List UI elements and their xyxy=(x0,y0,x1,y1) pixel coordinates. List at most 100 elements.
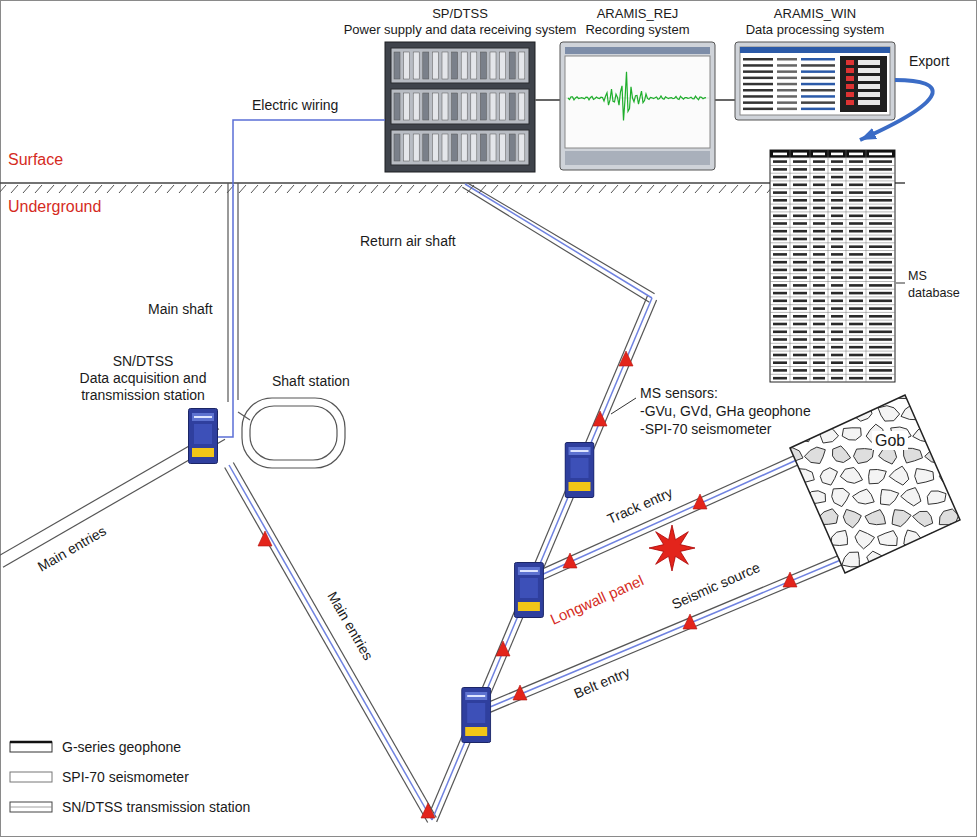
diagram-label: Main shaft xyxy=(148,301,213,318)
table-cell-mark xyxy=(849,361,863,364)
rack-card xyxy=(423,52,429,79)
table-cell-mark xyxy=(831,160,843,163)
label-anchor: Shaft station xyxy=(272,372,350,390)
table-cell-mark xyxy=(849,253,863,256)
ground-hatch xyxy=(671,185,678,193)
table-rule xyxy=(770,235,895,236)
table-cell-mark xyxy=(831,207,843,210)
table-cell-mark xyxy=(849,300,863,303)
table-cell-mark xyxy=(793,284,807,287)
sensor-triangle xyxy=(693,494,707,509)
gob-rock xyxy=(937,553,959,567)
ground-hatch xyxy=(323,185,330,193)
legend-row: G-series geophone xyxy=(62,738,181,756)
table-cell-mark xyxy=(869,261,892,264)
table-cell-mark xyxy=(773,315,787,318)
ground-hatch xyxy=(95,185,102,193)
station-device xyxy=(514,563,543,618)
monitor-screen xyxy=(565,56,710,148)
table-cell-mark xyxy=(869,222,892,225)
table-cell-mark xyxy=(793,215,807,218)
ground-hatch xyxy=(515,185,522,193)
ground-hatch xyxy=(635,185,642,193)
rack-card xyxy=(490,93,496,120)
database-table xyxy=(770,150,895,382)
rack-card xyxy=(500,52,506,79)
ground-hatch xyxy=(419,185,426,193)
cable xyxy=(465,184,652,298)
window-cell xyxy=(858,76,880,81)
table-rule xyxy=(770,358,895,359)
table-cell-mark xyxy=(831,307,843,310)
table-cell-mark xyxy=(849,261,863,264)
rack-module xyxy=(391,48,529,83)
ground-hatch xyxy=(611,185,618,193)
rack-card xyxy=(432,134,438,161)
table-cell-mark xyxy=(793,354,807,357)
table-cell-mark xyxy=(849,331,863,334)
table-rule xyxy=(770,204,895,205)
table-cell-mark xyxy=(869,331,892,334)
gob-rock xyxy=(950,574,971,590)
gob-outline xyxy=(790,395,960,573)
table-cell-mark xyxy=(849,215,863,218)
ground-hatch xyxy=(647,185,654,193)
table-cell-mark xyxy=(831,292,843,295)
rack-card xyxy=(432,93,438,120)
table-cell-mark xyxy=(793,361,807,364)
table-cell-mark xyxy=(793,276,807,279)
rack-card xyxy=(519,52,525,79)
table-cell-mark xyxy=(773,331,787,334)
rack-card xyxy=(500,134,506,161)
table-cell-mark xyxy=(773,191,787,194)
seismic-waveform xyxy=(568,72,706,121)
label-anchor: Underground xyxy=(8,197,101,216)
table-cell-mark xyxy=(831,230,843,233)
screen-node: ARAMIS_WINData processing system xyxy=(735,42,895,120)
gob-rock xyxy=(808,403,826,422)
rack-module xyxy=(391,89,529,124)
ground-hatch xyxy=(659,185,666,193)
table-cell-mark xyxy=(773,184,787,187)
table-cell-mark xyxy=(773,253,787,256)
table-cell-mark xyxy=(849,238,863,241)
node-heading: ARAMIS_WINData processing system xyxy=(746,6,885,38)
diagram-label: -GVu, GVd, GHa geophone xyxy=(640,403,811,420)
table-cell-mark xyxy=(831,253,843,256)
body-text: Data acquisition and transmission statio… xyxy=(68,370,218,404)
cable xyxy=(478,561,840,713)
table-cell-mark xyxy=(773,153,787,156)
gob-rock xyxy=(902,573,920,590)
gob-area: Gob xyxy=(790,395,960,573)
table-cell-mark xyxy=(793,346,807,349)
table-cell-mark xyxy=(831,346,843,349)
rack-card xyxy=(394,52,400,79)
monitor-screen xyxy=(740,47,890,115)
rack-card xyxy=(423,93,429,120)
ground-hatch xyxy=(215,185,222,193)
gob-rock xyxy=(913,511,933,526)
table-cell-mark xyxy=(793,222,807,225)
table-rule xyxy=(866,150,867,382)
ground-hatch xyxy=(359,185,366,193)
table-cell-mark xyxy=(849,346,863,349)
gob-rock xyxy=(854,404,872,422)
entry-wall xyxy=(437,300,657,822)
rack-module xyxy=(391,130,529,165)
table-cell-mark xyxy=(831,222,843,225)
leader-line xyxy=(896,283,905,284)
table-cell-mark xyxy=(793,323,807,326)
ground-hatch xyxy=(755,185,762,193)
table-rule xyxy=(810,150,811,382)
ground-hatch xyxy=(155,185,162,193)
table-cell-mark xyxy=(773,361,787,364)
window-cell xyxy=(858,100,880,105)
rack-card xyxy=(442,52,448,79)
table-rule xyxy=(770,211,895,212)
table-cell-mark xyxy=(813,292,825,295)
table-cell-mark xyxy=(869,176,892,179)
table-cell-mark xyxy=(849,199,863,202)
gob-rock xyxy=(830,574,852,589)
rack-card xyxy=(500,93,506,120)
window-cell xyxy=(858,92,880,97)
